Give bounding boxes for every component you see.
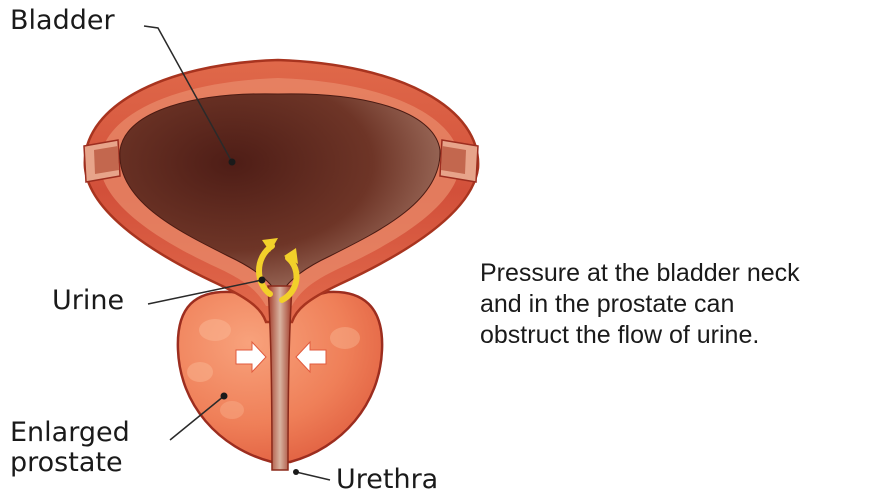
- urethra-label: Urethra: [336, 465, 438, 495]
- bladder-interior: [120, 94, 440, 292]
- urine-label: Urine: [52, 286, 124, 316]
- caption: Pressure at the bladder neck and in the …: [480, 258, 890, 351]
- enlarged-prostate-label-line-2: prostate: [10, 448, 130, 478]
- urethra: [268, 286, 292, 470]
- caption-line-3: obstruct the flow of urine.: [480, 320, 890, 351]
- leader-line-urethra: [296, 472, 330, 480]
- caption-line-1: Pressure at the bladder neck: [480, 258, 890, 289]
- caption-line-2: and in the prostate can: [480, 289, 890, 320]
- enlarged-prostate-label: Enlarged prostate: [10, 418, 130, 478]
- bladder-label: Bladder: [10, 6, 115, 36]
- enlarged-prostate-label-line-1: Enlarged: [10, 418, 130, 448]
